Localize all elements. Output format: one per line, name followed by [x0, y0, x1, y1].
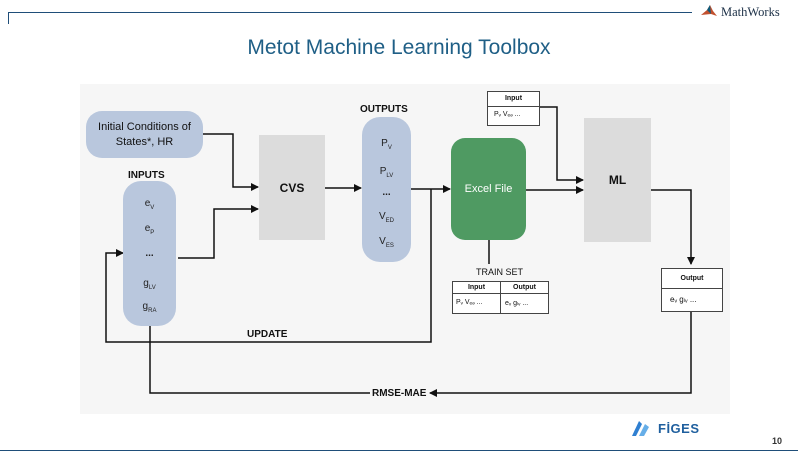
outputs-pill: PV PLV ... VED VES — [362, 117, 411, 262]
membrane-icon — [701, 5, 717, 16]
output-p-lv: PLV — [379, 166, 394, 179]
page-title: Metot Machine Learning Toolbox — [247, 36, 551, 59]
ml-output-header: Output — [680, 275, 704, 282]
train-set-table: Input Output Pᵥ Vₑₔ ... eᵥ gₗᵥ ... — [452, 281, 549, 314]
train-set-output-values: eᵥ gₗᵥ ... — [505, 300, 529, 307]
input-g-lv: gLV — [143, 278, 156, 291]
header-rule — [8, 12, 692, 13]
update-label: UPDATE — [247, 329, 288, 340]
ml-block: ML — [584, 118, 651, 242]
ml-input-values: Pᵥ Vₑₔ ... — [494, 111, 521, 118]
train-set-input-values: Pᵥ Vₑₔ ... — [456, 299, 483, 306]
initial-conditions-label: Initial Conditions of States*, HR — [98, 120, 191, 148]
wire-inputs-to-cvs — [178, 205, 259, 259]
header-rule-tick — [8, 12, 9, 24]
train-set-label: TRAIN SET — [476, 267, 524, 277]
ml-output-values: eᵥ gₗᵥ ... — [670, 295, 697, 304]
output-p-v: PV — [381, 138, 392, 151]
inputs-heading: INPUTS — [128, 170, 165, 181]
outputs-heading: OUTPUTS — [360, 104, 408, 115]
inputs-pill: eV eP ... gLV gRA — [123, 181, 176, 326]
cvs-label: CVS — [279, 180, 305, 195]
slide-number: 10 — [772, 436, 783, 446]
figes-mark-icon — [632, 421, 649, 436]
wire-update-loop — [105, 189, 432, 343]
excel-file-block: Excel File — [451, 138, 526, 240]
output-v-es: VES — [379, 236, 394, 249]
ml-input-divider — [488, 106, 539, 107]
wire-initial-to-cvs — [203, 133, 259, 191]
ml-input-table: Input Pᵥ Vₑₔ ... — [487, 91, 540, 126]
figes-logo: FİGES — [630, 418, 700, 438]
input-e-p: eP — [144, 223, 155, 236]
input-g-ra: gRA — [142, 301, 157, 314]
figes-wordmark: FİGES — [658, 420, 700, 436]
mathworks-logo: MathWorks — [700, 4, 780, 20]
rmse-mae-label: RMSE-MAE — [371, 388, 428, 399]
ml-input-header: Input — [504, 95, 523, 102]
mathworks-wordmark: MathWorks — [721, 4, 780, 19]
output-v-ed: VED — [378, 211, 394, 224]
train-set-output-header: Output — [513, 284, 536, 291]
initial-conditions-box: Initial Conditions of States*, HR — [86, 111, 203, 158]
outputs-ellipsis: ... — [382, 187, 391, 198]
train-set-input-header: Input — [467, 284, 486, 291]
footer-rule — [0, 450, 798, 451]
wire-rmse-to-inputs — [149, 325, 370, 394]
cvs-block: CVS — [259, 135, 325, 240]
train-set-divider-v — [500, 282, 501, 313]
wire-output-to-rmse — [429, 311, 692, 397]
inputs-ellipsis: ... — [145, 248, 154, 259]
input-e-v: eV — [144, 198, 155, 211]
ml-output-table: Output eᵥ gₗᵥ ... — [661, 268, 723, 312]
wire-mlinput-to-ml — [539, 106, 584, 184]
excel-file-label: Excel File — [464, 183, 513, 195]
ml-output-divider — [662, 288, 722, 289]
ml-label: ML — [608, 173, 627, 187]
wire-ml-to-output — [651, 189, 695, 265]
